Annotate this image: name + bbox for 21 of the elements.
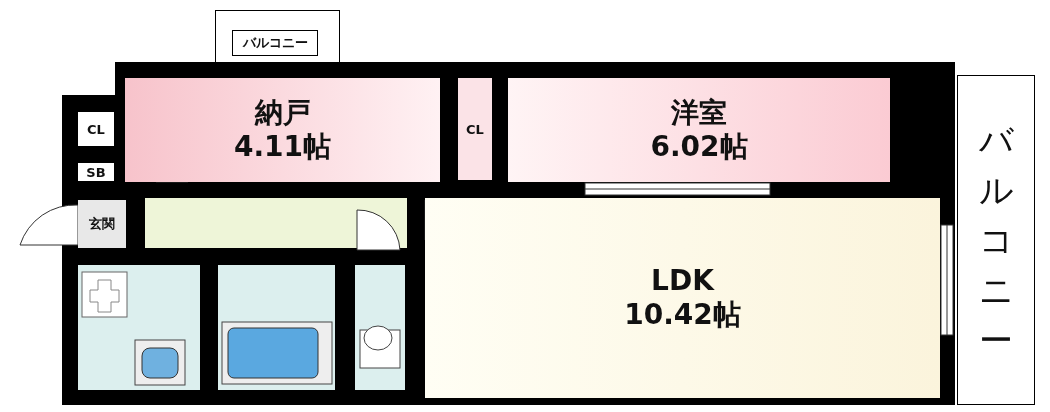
room-name: バルコニー (242, 34, 308, 52)
entrance (78, 200, 126, 248)
room-name: LDK (651, 264, 714, 298)
room-name: 玄関 (89, 215, 115, 233)
room-area: 6.02帖 (650, 130, 748, 164)
closet (458, 78, 492, 180)
room-name: SB (86, 164, 106, 180)
room-name: CL (87, 121, 105, 137)
bedroom (508, 78, 890, 182)
balcony (232, 30, 318, 56)
shoe-cabinet (78, 163, 114, 181)
storage-room (125, 78, 440, 182)
room-name: CL (466, 121, 484, 137)
closet (78, 112, 114, 146)
room-area: 4.11帖 (233, 130, 332, 164)
room-name: バルコニー (977, 119, 1015, 362)
room-area: 10.42帖 (624, 298, 741, 332)
living-dining-kitchen (425, 198, 940, 398)
room-name: 納戸 (254, 96, 311, 130)
balcony (957, 75, 1035, 405)
room-name: 洋室 (671, 96, 727, 130)
